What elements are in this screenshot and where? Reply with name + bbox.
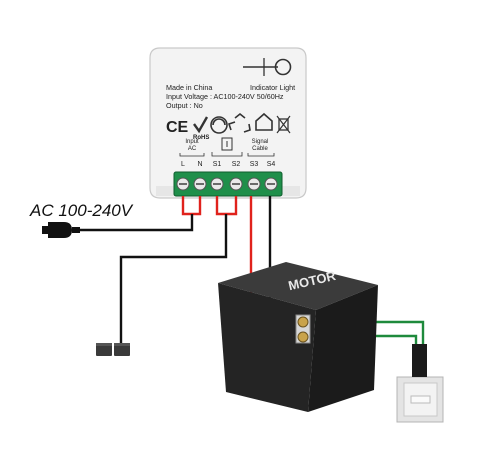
indicator-label: Indicator Light — [250, 83, 295, 92]
signal-cable-label-line1: Signal — [252, 139, 269, 145]
wall-switch — [396, 376, 444, 423]
motor-unit: MOTOR — [218, 262, 378, 412]
smart-switch-module: Made in China Indicator Light Input Volt… — [149, 47, 307, 199]
door-contact-sensor — [96, 343, 130, 356]
input-ac-label-line2: AC — [188, 146, 197, 152]
output-label: Output : No — [166, 101, 203, 110]
terminal-s2-label: S2 — [232, 161, 241, 168]
input-ac-label-line1: Input — [185, 139, 199, 145]
indoor-use-house-icon — [255, 112, 273, 131]
indicator-light-icon — [243, 58, 292, 76]
terminal-s3-label: S3 — [250, 161, 259, 168]
ce-mark: CE — [166, 119, 189, 136]
made-in-label: Made in China — [166, 83, 212, 92]
wire-sensor-black — [119, 214, 228, 346]
motor-terminals — [295, 314, 311, 344]
wire-live-black — [78, 214, 194, 232]
terminal-block — [173, 171, 283, 197]
recycle-icon — [227, 112, 251, 133]
wire-s1s2-red-loop — [215, 196, 238, 216]
weee-bin-icon — [276, 115, 291, 134]
switch-cable-icon — [412, 344, 427, 377]
rohs-check-icon — [193, 116, 209, 134]
terminal-s1-label: S1 — [213, 161, 222, 168]
wire-ln-red-loop — [181, 196, 202, 216]
ac-voltage-label: AC 100-240V — [30, 201, 133, 220]
rohs-mark: RoHS — [193, 135, 209, 141]
terminal-l-label: L — [181, 161, 185, 168]
terminal-n-label: N — [197, 161, 202, 168]
input-voltage-label: Input Voltage : AC100-240V 50/60Hz — [166, 92, 284, 101]
terminal-s4-label: S4 — [267, 161, 276, 168]
signal-cable-label-line2: Cable — [252, 146, 268, 152]
recycle-swirl-icon — [210, 116, 228, 134]
power-plug-icon — [42, 222, 80, 238]
switch-symbol-icon — [221, 137, 233, 151]
